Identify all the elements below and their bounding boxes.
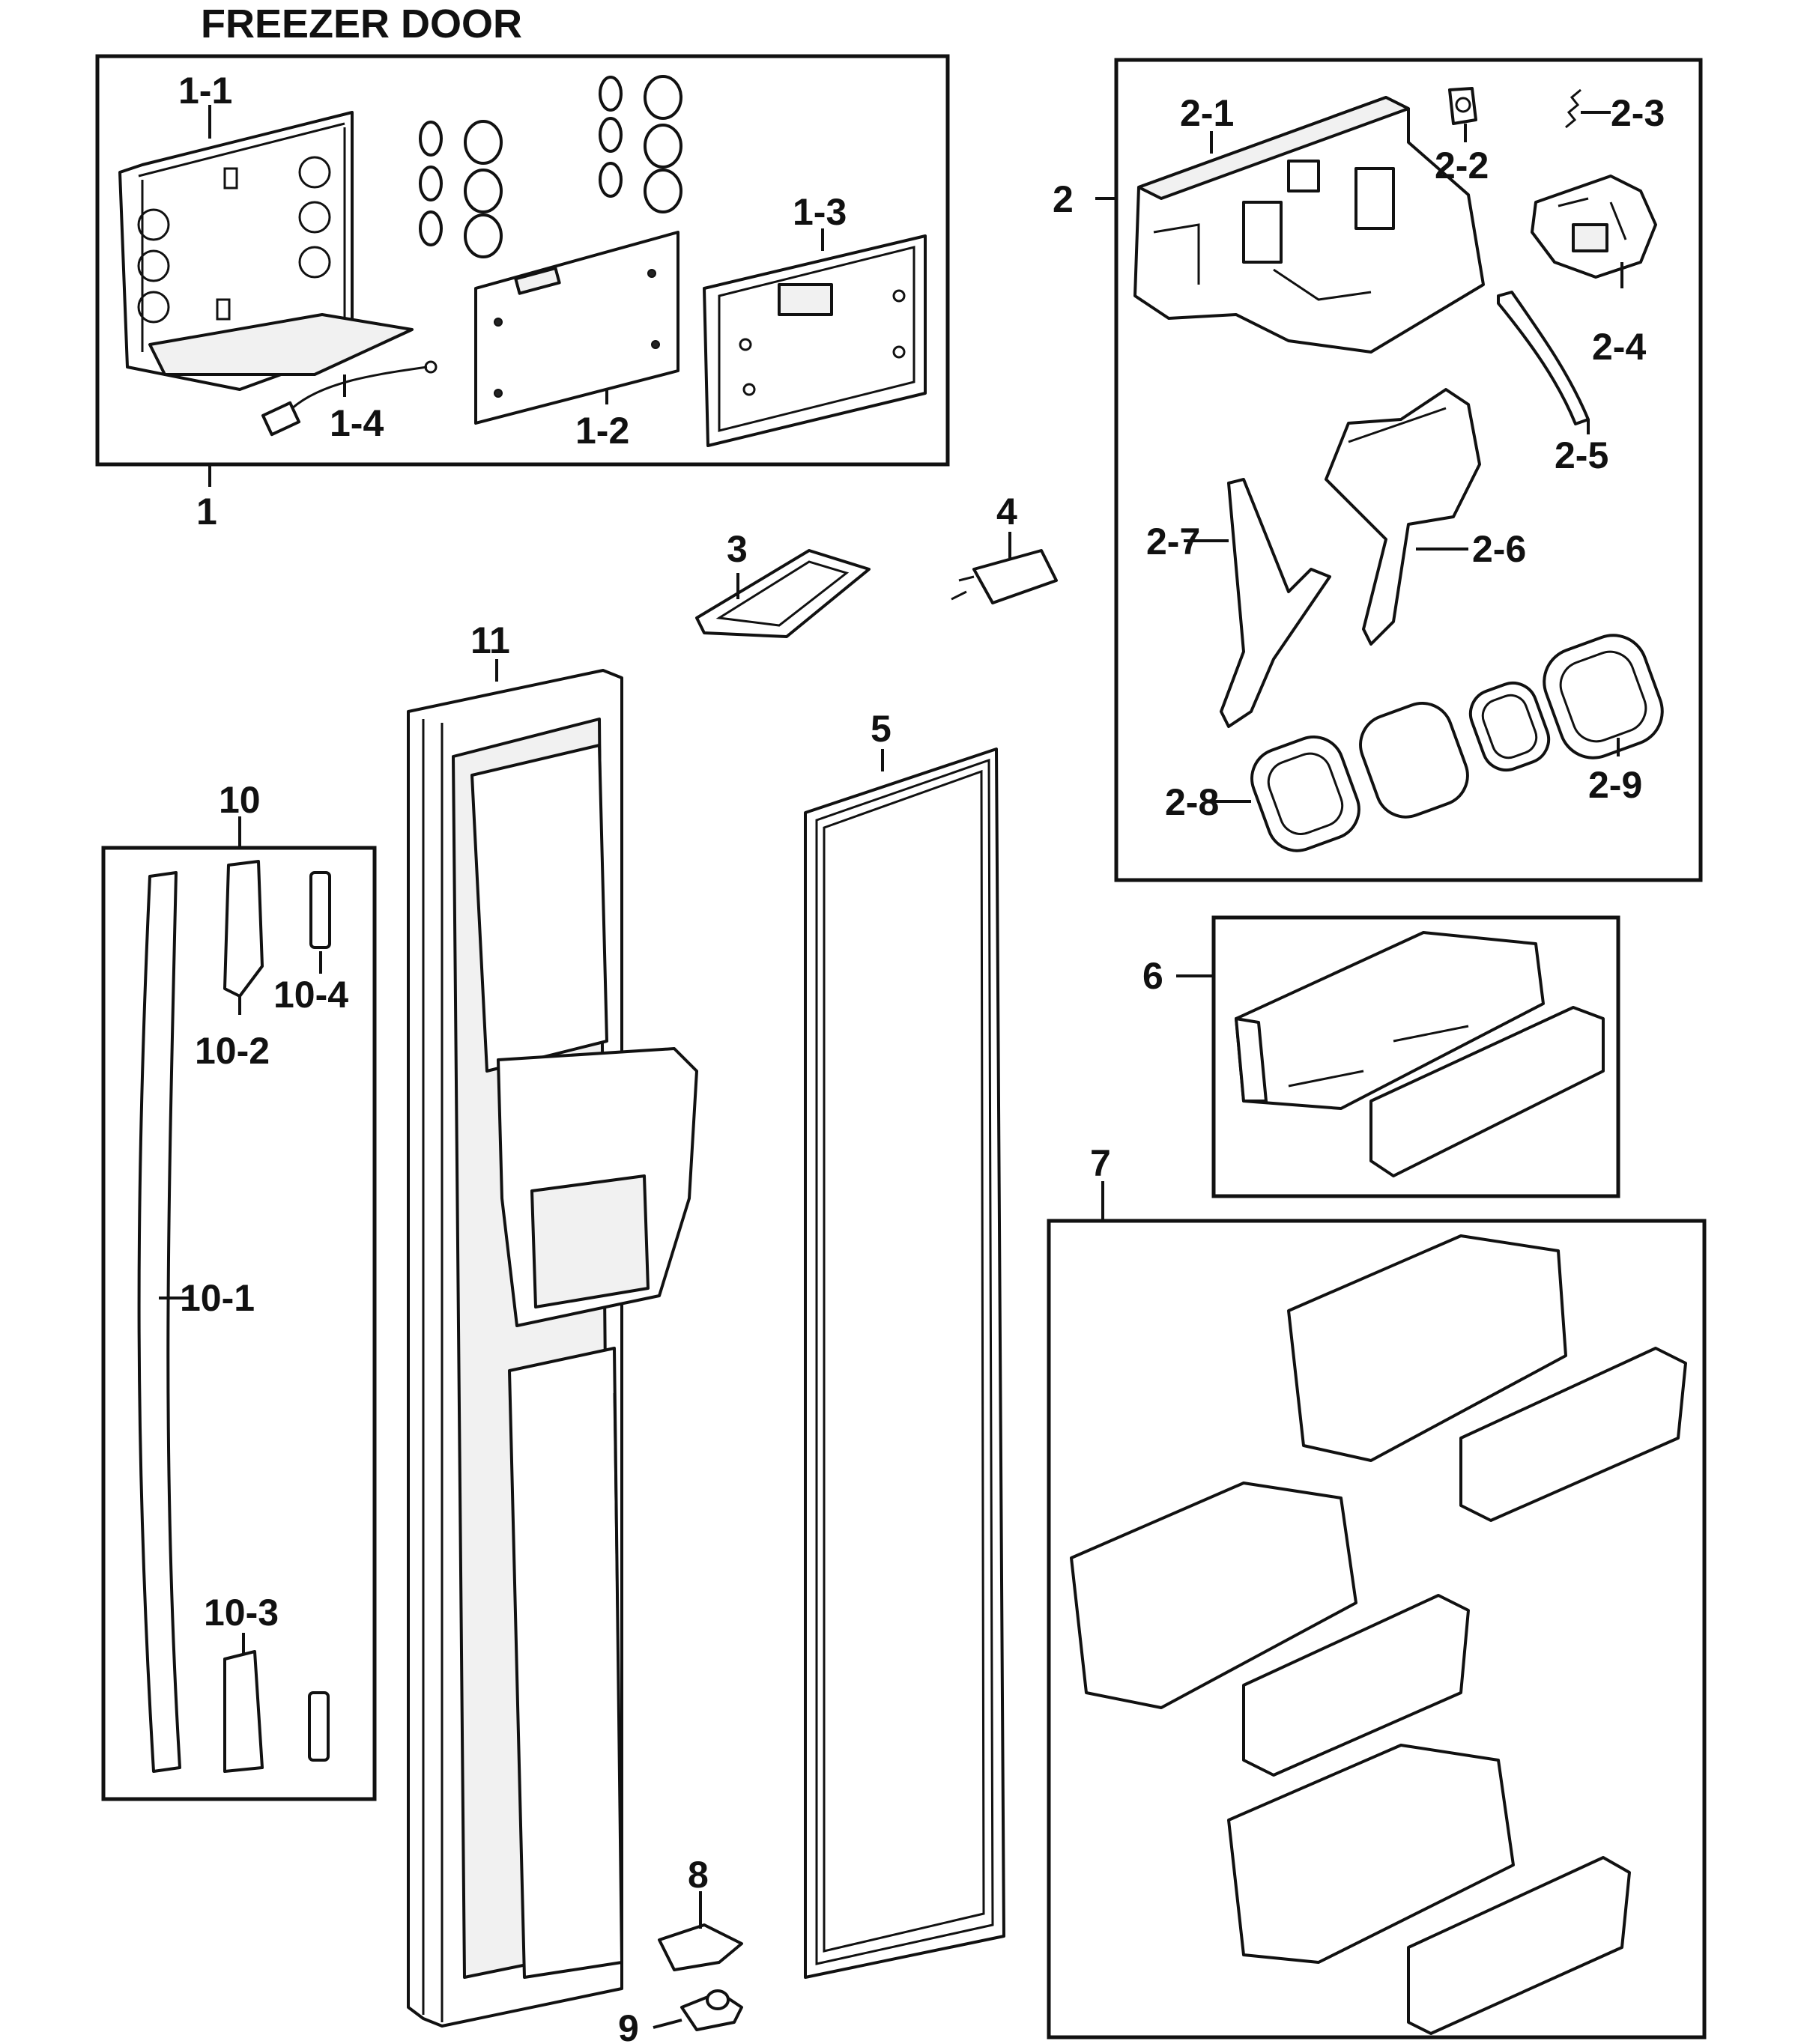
label-10-1: 10-1 (180, 1277, 255, 1319)
label-2-3: 2-3 (1611, 92, 1665, 134)
label-7: 7 (1090, 1142, 1111, 1184)
group-2-box (1114, 58, 1703, 882)
diagram-title: FREEZER DOOR (201, 1, 522, 46)
part-10-2-handle-cap-top (223, 860, 264, 998)
part-7-bin-bottom (1227, 1744, 1631, 2035)
label-11: 11 (470, 619, 510, 661)
label-2-2: 2-2 (1435, 145, 1489, 186)
part-10-3-handle-cap-bottom (223, 1650, 264, 1773)
label-1: 1 (196, 491, 217, 533)
part-2-8-2-9-seals (1250, 634, 1664, 852)
part-10-screw-cover-bottom (308, 1691, 330, 1762)
part-4-microswitch (951, 549, 1058, 604)
label-4: 4 (996, 491, 1017, 533)
part-10-4-screw-cover (309, 871, 331, 949)
label-2-7: 2-7 (1146, 521, 1200, 562)
label-10-3: 10-3 (204, 1592, 279, 1634)
part-9-hinge-bushing (680, 1989, 743, 2031)
label-1-4: 1-4 (330, 402, 384, 444)
label-1-3: 1-3 (793, 191, 847, 233)
label-2-6: 2-6 (1472, 528, 1526, 570)
part-1-2-panel (474, 231, 679, 425)
part-2-4-solenoid (1531, 175, 1657, 279)
label-9: 9 (618, 2007, 639, 2044)
group-7-box (1047, 1219, 1707, 2040)
part-3-cap (695, 549, 871, 638)
part-7-bin-top (1287, 1234, 1687, 1522)
part-1-grommets (419, 75, 682, 258)
part-5-door-gasket (804, 747, 1005, 1979)
label-2-9: 2-9 (1588, 764, 1642, 806)
part-2-5-lever-arm (1497, 291, 1590, 425)
part-2-7-water-lever (1220, 478, 1331, 728)
label-1-2: 1-2 (575, 410, 629, 452)
label-2-5: 2-5 (1555, 434, 1608, 476)
label-2-4: 2-4 (1592, 326, 1646, 368)
label-8: 8 (688, 1854, 709, 1896)
part-1-4-wire-harness (261, 360, 438, 437)
part-2-2-clip (1448, 87, 1477, 125)
label-2-8: 2-8 (1165, 781, 1219, 823)
part-11-door-assembly (407, 669, 698, 2028)
part-1-3-cover (703, 234, 927, 447)
label-2-1: 2-1 (1180, 92, 1234, 134)
group-1-box (95, 54, 950, 467)
group-6-box (1211, 915, 1620, 1198)
part-7-bin-middle (1070, 1482, 1470, 1777)
part-2-1-dispenser-frame (1133, 96, 1485, 354)
label-3: 3 (727, 528, 748, 570)
label-1-1: 1-1 (178, 70, 232, 112)
label-6: 6 (1142, 955, 1163, 997)
part-8-hinge-plate (658, 1923, 743, 1971)
part-10-1-handle (137, 871, 181, 1773)
leader-lines (159, 105, 1623, 2029)
part-1-1-bracket (118, 111, 414, 391)
label-2: 2 (1053, 178, 1074, 220)
label-10-4: 10-4 (273, 974, 348, 1016)
label-10-2: 10-2 (195, 1030, 270, 1072)
part-2-3-spring (1565, 88, 1581, 129)
part-2-6-ice-chute-lever (1325, 388, 1481, 646)
part-6-bin (1235, 931, 1605, 1177)
label-10: 10 (219, 779, 261, 821)
label-5: 5 (871, 708, 892, 750)
